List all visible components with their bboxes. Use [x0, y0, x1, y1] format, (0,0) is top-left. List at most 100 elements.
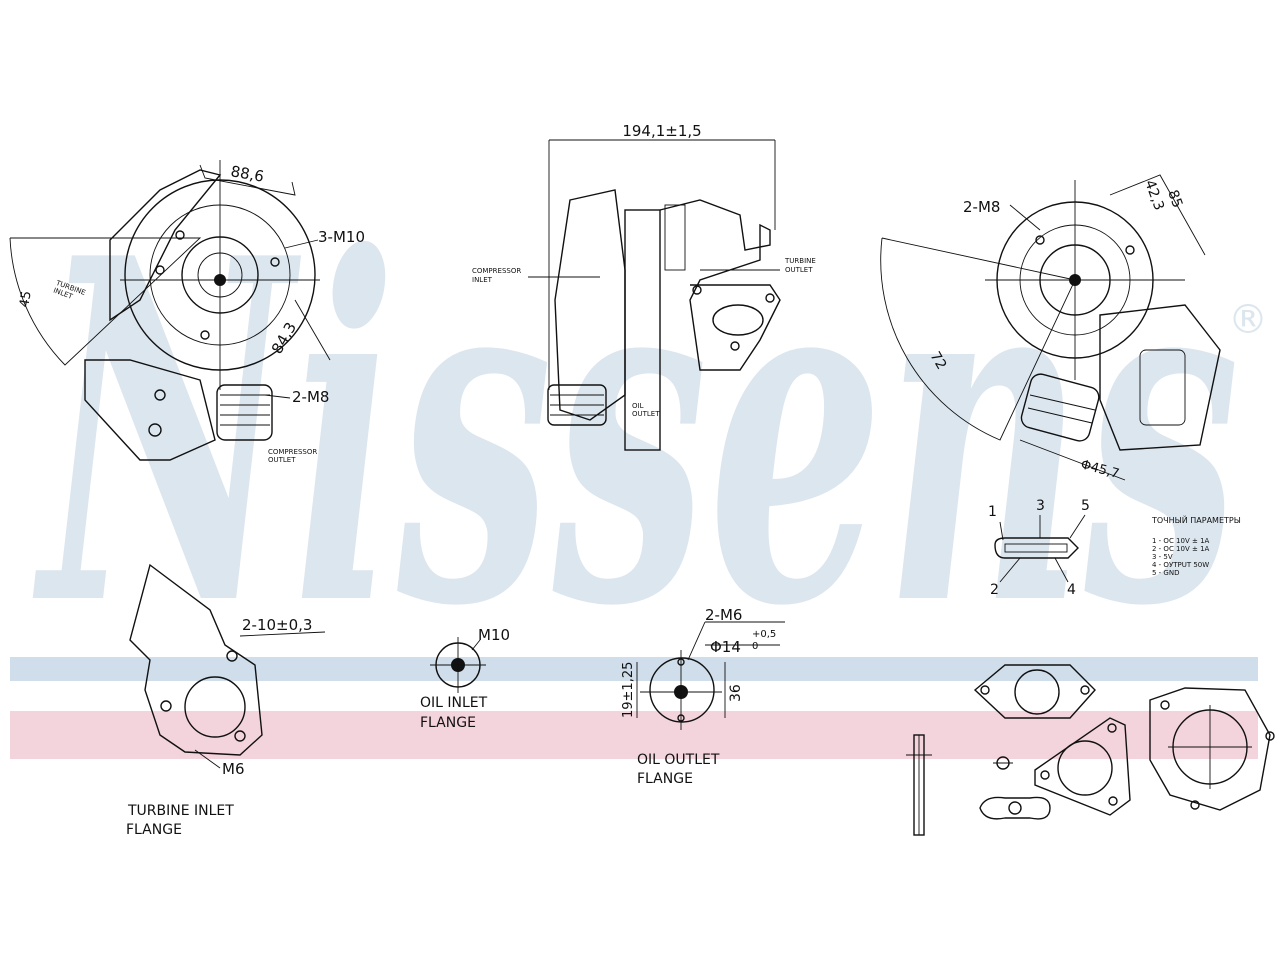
actuator-connector	[1139, 349, 1186, 426]
dim-m6: M6	[222, 760, 245, 778]
bolt-hole	[765, 293, 775, 303]
pink-band	[10, 711, 1258, 759]
bolt-hole	[692, 285, 702, 295]
bolt-hole	[160, 700, 172, 712]
gasket-hole	[1040, 770, 1050, 780]
mount-hole	[154, 389, 166, 401]
connector-pinout: 1 2 3 4 5 ТОЧНЫЙ ПАРАМЕТРЫ 1 - OC 10V ± …	[988, 498, 1241, 598]
oil-outlet-line2: OUTLET	[632, 410, 660, 418]
turbine-housing	[84, 359, 216, 461]
compressor-outlet-line2: OUTLET	[268, 456, 296, 464]
bolt-hole	[226, 650, 238, 662]
pinout-note-1: 1 - OC 10V ± 1A	[1152, 537, 1210, 545]
bearing-housing	[624, 209, 661, 451]
outlet-gasket	[1149, 687, 1271, 811]
angle-sector	[9, 237, 202, 366]
bolt-hole	[155, 265, 165, 275]
gasket-hole	[1265, 731, 1275, 741]
tol-lower: 0	[752, 641, 758, 652]
dim-42-line	[1109, 174, 1206, 256]
mount-hole	[148, 423, 162, 437]
brand-watermark: Nissens	[31, 157, 1240, 709]
oil-outlet-pipe	[547, 384, 607, 426]
compressor-inlet-line1: COMPRESSOR	[472, 267, 521, 275]
dim-88: 88,6	[229, 162, 265, 186]
dim-2m8-left: 2-M8	[292, 388, 329, 406]
pin-row	[1004, 543, 1068, 553]
turbine-inlet-flange: 2-10±0,3 M6 TURBINE INLET FLANGE	[126, 563, 326, 838]
dim-85: 85	[1164, 188, 1185, 210]
oil-outlet-flange-line2: FLANGE	[637, 771, 693, 787]
leader	[194, 749, 221, 769]
compressor-gasket	[973, 664, 1096, 719]
vnt-actuator	[1099, 304, 1221, 451]
compressor-inlet-line2: INLET	[472, 276, 493, 284]
dim-88-line	[199, 164, 296, 196]
dim-phi14: Φ14	[710, 638, 741, 656]
turbine-gasket-triangular	[1034, 717, 1131, 816]
gasket-kit	[906, 664, 1275, 836]
dim-45-7-line	[1019, 439, 1126, 481]
angle-72: 72	[927, 349, 950, 372]
leader	[264, 394, 291, 399]
gasket-hole	[1190, 800, 1200, 810]
dim-2m6: 2-M6	[705, 606, 742, 624]
flange-outline	[129, 563, 263, 756]
dim-length: 194,1±1,5	[622, 122, 701, 140]
dim-84-line	[294, 299, 331, 361]
compressor-outlet-pipe	[1020, 373, 1100, 442]
pinout-note-4: 4 - ОУТPUT 50W	[1152, 561, 1209, 569]
heat-shield	[664, 204, 686, 271]
turbine-inlet-flange-line2: FLANGE	[126, 822, 182, 838]
pin-leader-1	[999, 521, 1004, 541]
flange-port	[184, 676, 246, 738]
pinout-note-3: 3 - 5V	[1152, 553, 1173, 561]
gasket-hole	[1160, 700, 1170, 710]
leader	[284, 239, 319, 249]
compressor-outlet-line1: COMPRESSOR	[268, 448, 317, 456]
watermark: Nissens ®	[10, 157, 1268, 759]
pin-leader-2	[999, 557, 1021, 583]
bolt-hole	[200, 330, 210, 340]
oil-inlet-flange-line2: FLANGE	[420, 715, 476, 731]
dim-2m8-right: 2-M8	[963, 198, 1000, 216]
compressor-housing-side	[554, 189, 626, 421]
bolt-hole	[1125, 245, 1135, 255]
gasket-hole	[980, 685, 990, 695]
pinout-note-2: 2 - OC 10V ± 1A	[1152, 545, 1210, 553]
bolt-hole	[234, 730, 246, 742]
dim-36: 36	[728, 684, 744, 702]
angle-sector	[880, 237, 1076, 441]
oil-gasket-port	[1008, 801, 1022, 815]
actuator-bracket	[109, 169, 222, 322]
pipe-rib	[1027, 407, 1093, 424]
bolt-hole	[175, 230, 185, 240]
turbine-outlet-line1: TURBINE	[784, 257, 816, 265]
pinout-note-5: 5 - GND	[1152, 569, 1179, 577]
gasket-hole	[1107, 723, 1117, 733]
leader	[471, 639, 481, 651]
bolt-hole	[1035, 235, 1045, 245]
pin-leader-5	[1069, 514, 1086, 539]
turbine-outlet-port	[712, 304, 764, 336]
gasket-hole	[1108, 796, 1118, 806]
tol-upper: +0,5	[752, 629, 776, 640]
pin-3: 3	[1036, 498, 1045, 514]
compressor-gasket-port	[1014, 669, 1060, 715]
bolt-hole	[730, 341, 740, 351]
pinout-title: ТОЧНЫЙ ПАРАМЕТРЫ	[1151, 514, 1241, 525]
leader	[239, 631, 326, 637]
leader	[1009, 204, 1041, 231]
turbine-gasket-port	[1057, 740, 1113, 796]
oil-outlet-body	[649, 657, 715, 723]
oil-outlet-flange-line1: OIL OUTLET	[637, 752, 720, 768]
pin-1: 1	[988, 504, 997, 520]
gasket-hole	[1080, 685, 1090, 695]
dim-19: 19±1,25	[621, 662, 636, 718]
turbo-view-side: 194,1±1,5 COMPRESSOR INLET TURBINE OUTLE…	[472, 122, 816, 451]
turbine-inlet-flange-line1: TURBINE INLET	[127, 803, 234, 819]
oil-outlet-line1: OIL	[632, 402, 644, 410]
leader	[687, 621, 706, 661]
oil-inlet-flange: M10 OIL INLET FLANGE	[420, 626, 510, 731]
